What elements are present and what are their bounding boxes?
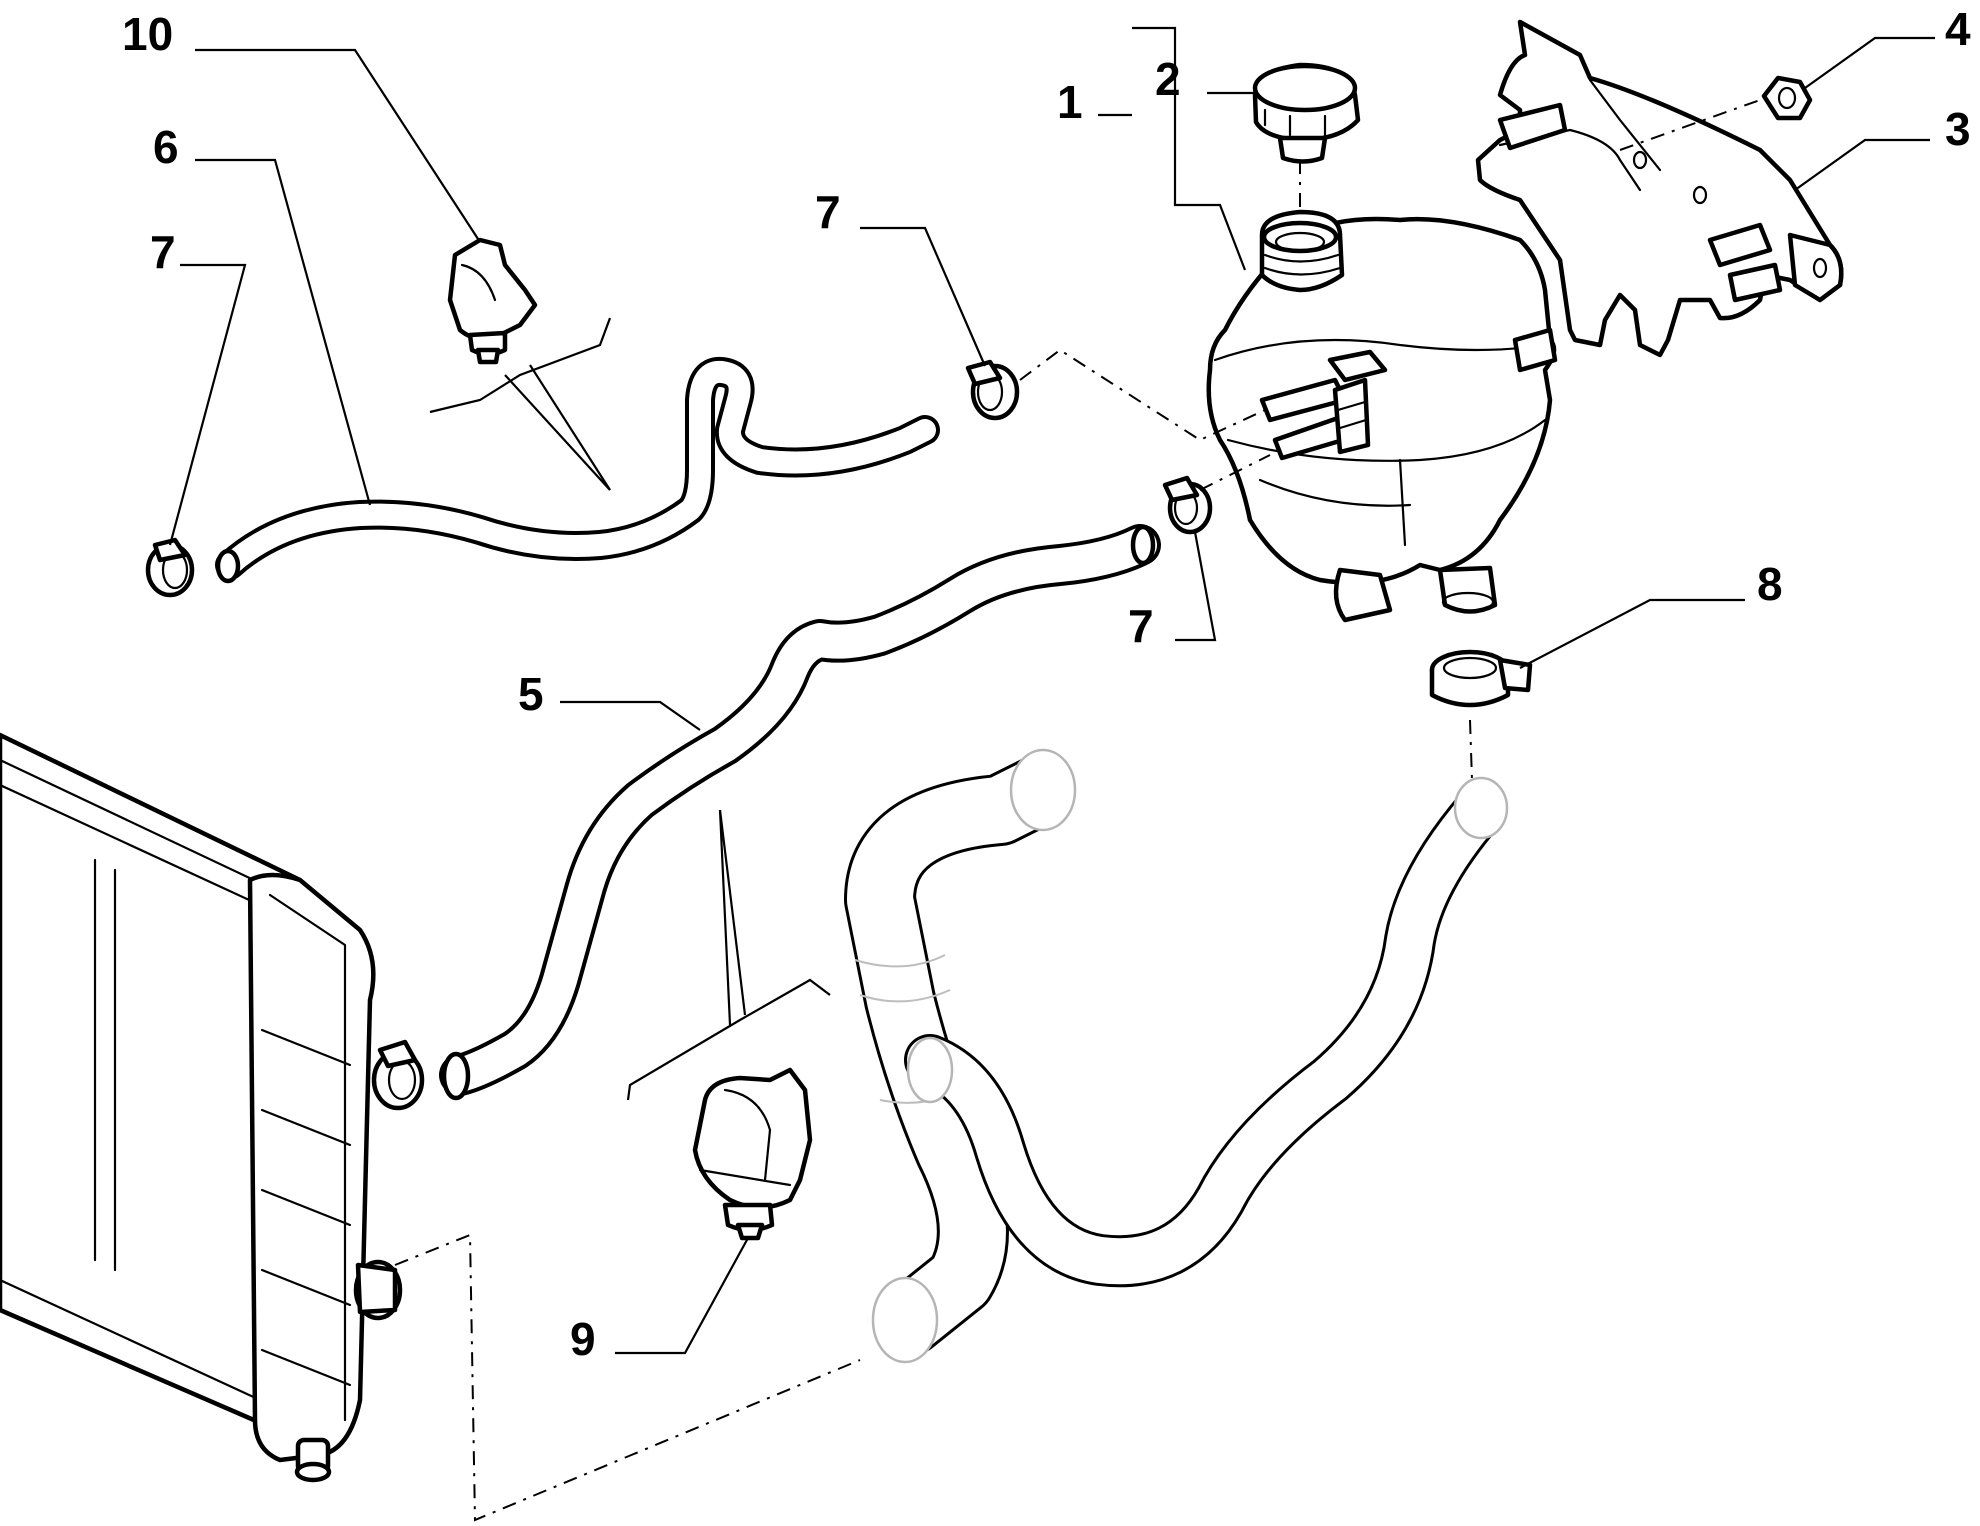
callout-8: 8 — [1757, 558, 1783, 610]
radiator — [0, 732, 403, 1483]
group-bracket-9 — [626, 809, 831, 1101]
hose-clamp-radiator — [371, 1039, 425, 1111]
callout-5: 5 — [518, 668, 544, 720]
callout-7-lower: 7 — [1128, 600, 1154, 652]
callout-10: 10 — [122, 8, 173, 60]
group-bracket-1 — [1132, 26, 1247, 271]
hose-5 — [439, 524, 1161, 1101]
callout-9: 9 — [570, 1313, 596, 1365]
callout-2: 2 — [1155, 53, 1181, 105]
nut — [1761, 75, 1813, 121]
leader-lines — [168, 36, 1935, 1355]
expansion-tank — [1206, 209, 1558, 623]
hose-clamp-8 — [1429, 649, 1533, 708]
ghost-lower-hoses — [844, 748, 1509, 1364]
callout-7-upper: 7 — [815, 186, 841, 238]
hose-clamp-middle-right — [1162, 475, 1213, 535]
tank-cap — [1252, 62, 1361, 164]
callout-3: 3 — [1945, 103, 1971, 155]
callout-7-left: 7 — [150, 226, 176, 278]
callout-labels: 10 6 7 7 7 5 1 2 4 3 8 9 — [122, 3, 1971, 1365]
callout-4: 4 — [1945, 3, 1971, 55]
callout-6: 6 — [153, 121, 179, 173]
hose-clamp-left — [145, 537, 195, 598]
hose-clamp-upper-right — [965, 359, 1020, 421]
hose-clip-9 — [692, 1067, 813, 1241]
hose-clip-10 — [447, 237, 538, 365]
hose-6 — [215, 356, 940, 584]
callout-1: 1 — [1057, 76, 1083, 128]
assembly-dash-lines — [394, 99, 1761, 1522]
group-bracket-10 — [429, 317, 612, 491]
mounting-bracket — [1475, 19, 1844, 358]
